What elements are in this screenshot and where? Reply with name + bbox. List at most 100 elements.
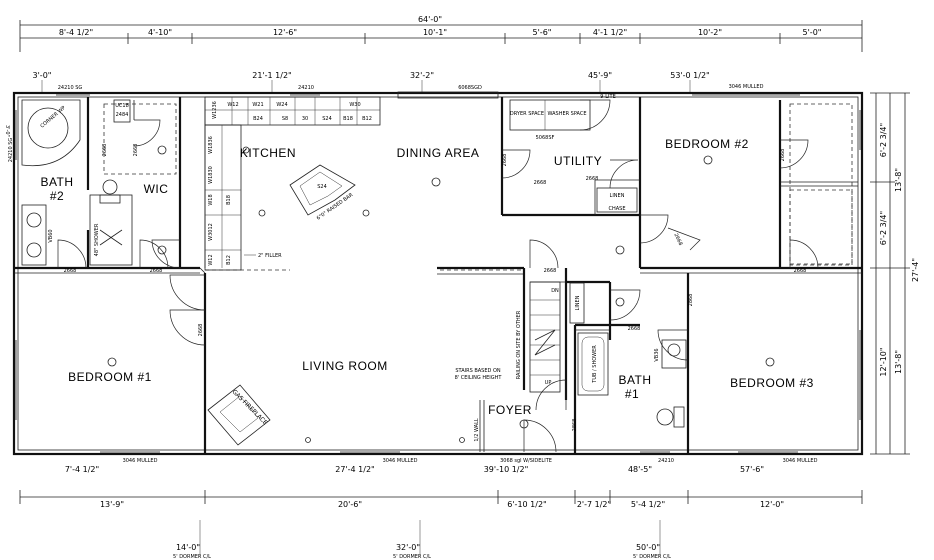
svg-text:3046 MULLED: 3046 MULLED bbox=[783, 458, 818, 464]
bottom-dim: 6'-10 1/2" bbox=[507, 500, 546, 509]
room-bedroom-2: BEDROOM #2 bbox=[665, 137, 749, 151]
svg-text:57'-6": 57'-6" bbox=[740, 465, 764, 474]
svg-text:S24: S24 bbox=[317, 184, 327, 190]
svg-text:TUB / SHOWER: TUB / SHOWER bbox=[592, 345, 598, 384]
bottom-dim: 5'-4 1/2" bbox=[631, 500, 665, 509]
svg-text:W1836: W1836 bbox=[208, 136, 214, 154]
svg-text:W1236: W1236 bbox=[212, 101, 218, 119]
door-label: 2868 bbox=[688, 294, 694, 307]
svg-text:8' CEILING HEIGHT: 8' CEILING HEIGHT bbox=[455, 375, 503, 381]
ceiling-lights bbox=[107, 145, 775, 429]
bath2-fixtures: CORNER WP VB60 48" SHOWER bbox=[21, 99, 133, 266]
top-wall-callouts: 3'-0" 24210 SG 21'-1 1/2" 24210 32'-2" 6… bbox=[33, 71, 764, 100]
svg-text:14'-0": 14'-0" bbox=[176, 543, 200, 552]
door-label: 2668 bbox=[198, 324, 204, 337]
svg-text:2484: 2484 bbox=[116, 112, 129, 118]
top-dim: 12'-6" bbox=[273, 28, 297, 37]
overall-width: 64'-0" bbox=[418, 15, 442, 24]
door-label: 2668 bbox=[534, 180, 547, 186]
room-bedroom-3: BEDROOM #3 bbox=[730, 376, 814, 390]
svg-text:WASHER SPACE: WASHER SPACE bbox=[547, 111, 586, 117]
svg-text:50'-0": 50'-0" bbox=[636, 543, 660, 552]
svg-text:STAIRS BASED ON: STAIRS BASED ON bbox=[455, 368, 501, 374]
room-kitchen: KITCHEN bbox=[240, 146, 296, 160]
exterior-walls bbox=[12, 91, 864, 456]
top-dim: 10'-2" bbox=[698, 28, 722, 37]
svg-text:45'-9": 45'-9" bbox=[588, 71, 612, 80]
utility-fixtures: DRYER SPACE WASHER SPACE 5068SF LINEN CH… bbox=[509, 99, 638, 213]
svg-text:7'-4 1/2": 7'-4 1/2" bbox=[65, 465, 99, 474]
soffit-lines bbox=[103, 103, 853, 271]
svg-text:B18: B18 bbox=[226, 195, 232, 205]
top-dim: 4'-10" bbox=[148, 28, 172, 37]
svg-text:3046 MULLED: 3046 MULLED bbox=[383, 458, 418, 464]
svg-text:24210: 24210 bbox=[658, 458, 674, 464]
room-utility: UTILITY bbox=[554, 154, 602, 168]
fireplace: GAS FIREPLACE bbox=[207, 384, 465, 446]
room-foyer: FOYER bbox=[488, 403, 532, 417]
svg-text:5' DORMER C/L: 5' DORMER C/L bbox=[633, 554, 671, 560]
svg-text:VB36: VB36 bbox=[654, 348, 660, 361]
door-label: 2668 bbox=[672, 233, 683, 247]
room-living: LIVING ROOM bbox=[302, 359, 388, 373]
door-label: 2668 bbox=[502, 154, 508, 167]
svg-text:3046 MULLED: 3046 MULLED bbox=[123, 458, 158, 464]
room-bath-2-number: #2 bbox=[50, 189, 64, 203]
top-dim: 8'-4 1/2" bbox=[59, 28, 93, 37]
svg-text:DN: DN bbox=[551, 288, 559, 294]
dormer-labels: 14'-0" 5' DORMER C/L 32'-0" 5' DORMER C/… bbox=[173, 520, 671, 560]
room-bath-1-number: #1 bbox=[625, 387, 639, 401]
svg-text:DRYER SPACE: DRYER SPACE bbox=[510, 111, 544, 117]
svg-text:UC18: UC18 bbox=[115, 103, 129, 109]
svg-text:24210 SG: 24210 SG bbox=[58, 85, 83, 91]
svg-text:CHASE: CHASE bbox=[608, 206, 625, 212]
top-dim: 5'-0" bbox=[803, 28, 822, 37]
svg-text:W21: W21 bbox=[252, 102, 263, 108]
svg-text:24210: 24210 bbox=[298, 85, 314, 91]
door-label: 2668 bbox=[64, 268, 77, 274]
svg-text:B24: B24 bbox=[253, 116, 263, 122]
interior-walls bbox=[14, 97, 862, 454]
svg-text:21'-1 1/2": 21'-1 1/2" bbox=[252, 71, 291, 80]
bottom-dim: 13'-9" bbox=[100, 500, 124, 509]
svg-text:W1830: W1830 bbox=[208, 166, 214, 184]
svg-text:3'-0": 3'-0" bbox=[4, 125, 10, 137]
svg-text:LINEN: LINEN bbox=[610, 193, 625, 199]
filler-label: 2" FILLER bbox=[258, 253, 282, 259]
bottom-dim: 20'-6" bbox=[338, 500, 362, 509]
svg-text:5068SF: 5068SF bbox=[536, 135, 555, 141]
room-bath-2: BATH bbox=[40, 175, 73, 189]
svg-text:W30: W30 bbox=[349, 102, 360, 108]
railing-note: RAILING ON SITE BY OTHER bbox=[516, 310, 522, 379]
svg-text:W18: W18 bbox=[208, 194, 214, 205]
svg-text:VB60: VB60 bbox=[48, 229, 54, 242]
svg-text:3046 MULLED: 3046 MULLED bbox=[729, 84, 764, 90]
bath1-fixtures: TUB / SHOWER VB36 bbox=[577, 332, 687, 428]
bottom-wall-callouts: 7'-4 1/2" 3046 MULLED 27'-4 1/2" 3046 MU… bbox=[65, 458, 818, 474]
door-swings: 2668 2668 2668 2668 2668 2668 2668 2668 … bbox=[57, 99, 819, 453]
top-dim: 4'-1 1/2" bbox=[593, 28, 627, 37]
door-label: 2668 bbox=[794, 268, 807, 274]
stairs: DN UP RAILING ON SITE BY OTHER STAIRS BA… bbox=[455, 281, 585, 393]
right-dimension-lines: 6'-2 3/4" 13'-8" 6'-2 3/4" 12'-10" 13'-8… bbox=[870, 92, 920, 455]
overall-depth: 27'-4" bbox=[911, 258, 920, 282]
svg-text:B12: B12 bbox=[226, 255, 232, 265]
bottom-dimension-line: 13'-9" 20'-6" 6'-10 1/2" 2'-7 1/2" 5'-4 … bbox=[19, 490, 863, 509]
svg-text:6068SGD: 6068SGD bbox=[458, 85, 482, 91]
shower-label: 48" SHOWER bbox=[94, 223, 100, 256]
right-dim: 13'-8" bbox=[894, 168, 903, 192]
door-label: 2668 bbox=[150, 268, 163, 274]
svg-text:W24: W24 bbox=[276, 102, 287, 108]
room-bedroom-1: BEDROOM #1 bbox=[68, 370, 152, 384]
right-dim: 6'-2 3/4" bbox=[879, 211, 888, 245]
svg-text:48'-5": 48'-5" bbox=[628, 465, 652, 474]
svg-text:B18: B18 bbox=[343, 116, 353, 122]
svg-text:24210 SG: 24210 SG bbox=[8, 138, 14, 163]
door-label: 2668 bbox=[102, 144, 108, 157]
svg-text:W3012: W3012 bbox=[208, 223, 214, 241]
svg-text:3068 sgl W/SIDELITE: 3068 sgl W/SIDELITE bbox=[500, 458, 552, 464]
svg-text:B12: B12 bbox=[362, 116, 372, 122]
top-dim: 10'-1" bbox=[423, 28, 447, 37]
island-label: 6"0" RAISED BAR bbox=[316, 192, 355, 222]
